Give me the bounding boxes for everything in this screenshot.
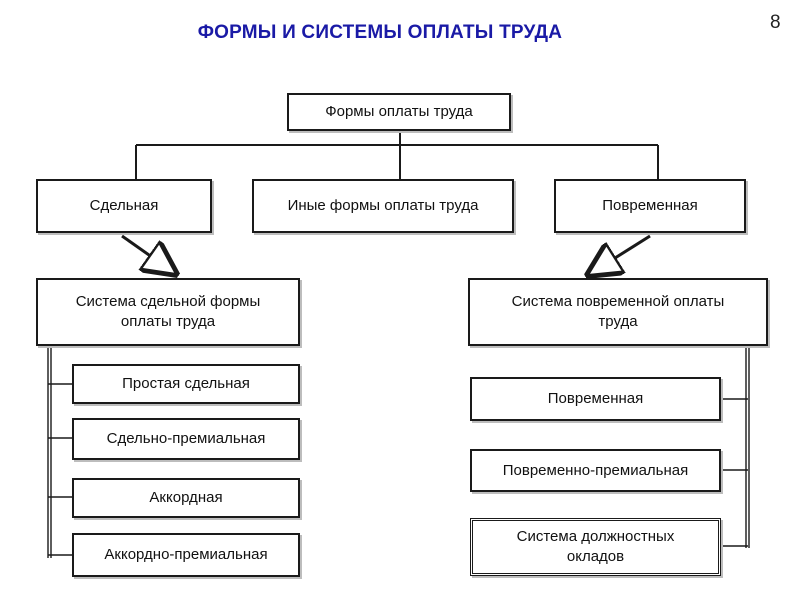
piece-item-label: Аккордная [149, 489, 223, 506]
page-number: 8 [770, 12, 781, 33]
time-form-box: Повременная [554, 179, 746, 233]
time-item-box: Повременная [470, 377, 721, 421]
time-system-box: Система повременной оплаты труда [468, 278, 768, 346]
piece-item-box: Аккордная [72, 478, 300, 518]
piece-item-box: Простая сдельная [72, 364, 300, 404]
root-label: Формы оплаты труда [325, 103, 473, 120]
other-forms-label: Иные формы оплаты труда [287, 197, 479, 214]
piece-form-box: Сдельная [36, 179, 212, 233]
piece-system-box: Система сдельной формы оплаты труда [36, 278, 300, 346]
page-title: ФОРМЫ И СИСТЕМЫ ОПЛАТЫ ТРУДА [197, 22, 563, 43]
piece-form-label: Сдельная [89, 197, 159, 214]
time-item-box: Повременно-премиальная [470, 449, 721, 492]
arrow-time-system [588, 234, 651, 275]
arrow-piece-system [121, 234, 176, 274]
time-item-label: Система должностных окладов [516, 528, 675, 565]
other-forms-box: Иные формы оплаты труда [252, 179, 514, 233]
piece-item-label: Сдельно-премиальная [106, 430, 266, 447]
time-system-label: Система повременной оплаты труда [511, 293, 725, 330]
root-box: Формы оплаты труда [287, 93, 511, 131]
time-item-box: Система должностных окладов [470, 518, 721, 576]
time-item-label: Повременная [547, 390, 644, 407]
piece-item-box: Сдельно-премиальная [72, 418, 300, 460]
piece-item-label: Аккордно-премиальная [104, 546, 268, 563]
time-form-label: Повременная [602, 197, 698, 214]
piece-item-label: Простая сдельная [122, 375, 250, 392]
piece-item-box: Аккордно-премиальная [72, 533, 300, 577]
piece-system-label: Система сдельной формы оплаты труда [75, 293, 261, 330]
time-item-label: Повременно-премиальная [502, 461, 689, 479]
